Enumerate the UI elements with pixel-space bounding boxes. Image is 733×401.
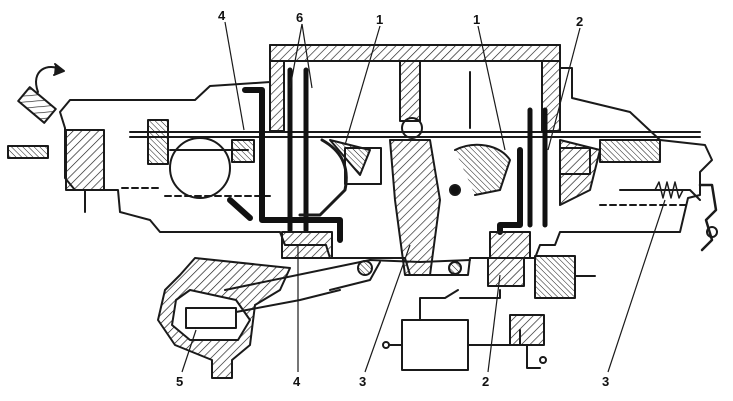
electro-valve: [534, 255, 576, 299]
link-pivot-left: [357, 260, 373, 276]
fuel-inlet-fitting: [17, 86, 57, 124]
diaphragm-rod: [235, 289, 341, 313]
leader-1-left: [344, 25, 381, 146]
nozzle-right: [559, 139, 601, 206]
leader-2-bottom: [487, 274, 501, 373]
main-jet-passage-right: [497, 147, 523, 235]
link-pivot-center: [448, 261, 462, 275]
drain-passage-left: [227, 197, 253, 221]
callout-1-right: 1: [473, 12, 480, 27]
pump-check-valve: [401, 117, 423, 139]
sensor-switch: [509, 314, 545, 346]
wire-switch: [419, 289, 501, 321]
terminal-right: [539, 356, 547, 364]
piston-left: [344, 147, 382, 185]
sensor-stem: [526, 344, 541, 369]
leader-2-top: [547, 27, 581, 151]
callout-5: 5: [176, 374, 183, 389]
callout-4-bottom: 4: [293, 374, 301, 389]
filter-housing: [65, 129, 105, 191]
pump-check-ball: [449, 184, 461, 196]
throttle-lever: [329, 261, 381, 291]
fuel-level-left: [121, 187, 271, 197]
needle-valve-right: [599, 139, 661, 163]
leader-1-right: [477, 25, 506, 151]
callout-2-top: 2: [576, 14, 583, 29]
bracket-pivot: [706, 226, 718, 238]
leader-6a: [289, 23, 303, 89]
leader-6b: [301, 23, 313, 89]
callout-4-top: 4: [218, 8, 226, 23]
callout-6: 6: [296, 10, 303, 25]
callout-3-right: 3: [602, 374, 609, 389]
accelerator-pump: [389, 139, 441, 276]
right-bracket: [698, 183, 718, 252]
needle-valve-left: [147, 119, 169, 165]
idle-jet-right: [559, 147, 591, 175]
float-left: [169, 137, 231, 199]
terminal-left: [382, 341, 390, 349]
leader-3-right: [607, 199, 666, 373]
diaphragm: [185, 307, 237, 329]
inlet-nipple: [7, 145, 49, 159]
economizer-valve: [487, 257, 525, 287]
emulsion-tube-left: [287, 67, 309, 233]
control-unit-box: [401, 319, 469, 371]
top-flange-left: [269, 60, 285, 132]
leader-5: [181, 329, 197, 373]
air-horn-cover: [269, 44, 561, 62]
idle-screw-left: [231, 139, 255, 163]
return-arrow-head: [53, 63, 65, 76]
callout-3-center: 3: [359, 374, 366, 389]
venturi-right: [454, 143, 511, 196]
float-arm-right: [619, 189, 701, 201]
callout-1-left: 1: [376, 12, 383, 27]
nozzle-left: [329, 139, 371, 176]
throttle-body-right: [489, 231, 531, 259]
throttle-body-left: [281, 231, 333, 259]
main-jet-passage-left: [242, 87, 343, 243]
leader-3-center: [364, 244, 411, 373]
callout-2-bottom: 2: [482, 374, 489, 389]
emulsion-tube-right: [527, 107, 548, 228]
leader-4-top: [224, 21, 245, 131]
center-wall: [399, 60, 421, 122]
